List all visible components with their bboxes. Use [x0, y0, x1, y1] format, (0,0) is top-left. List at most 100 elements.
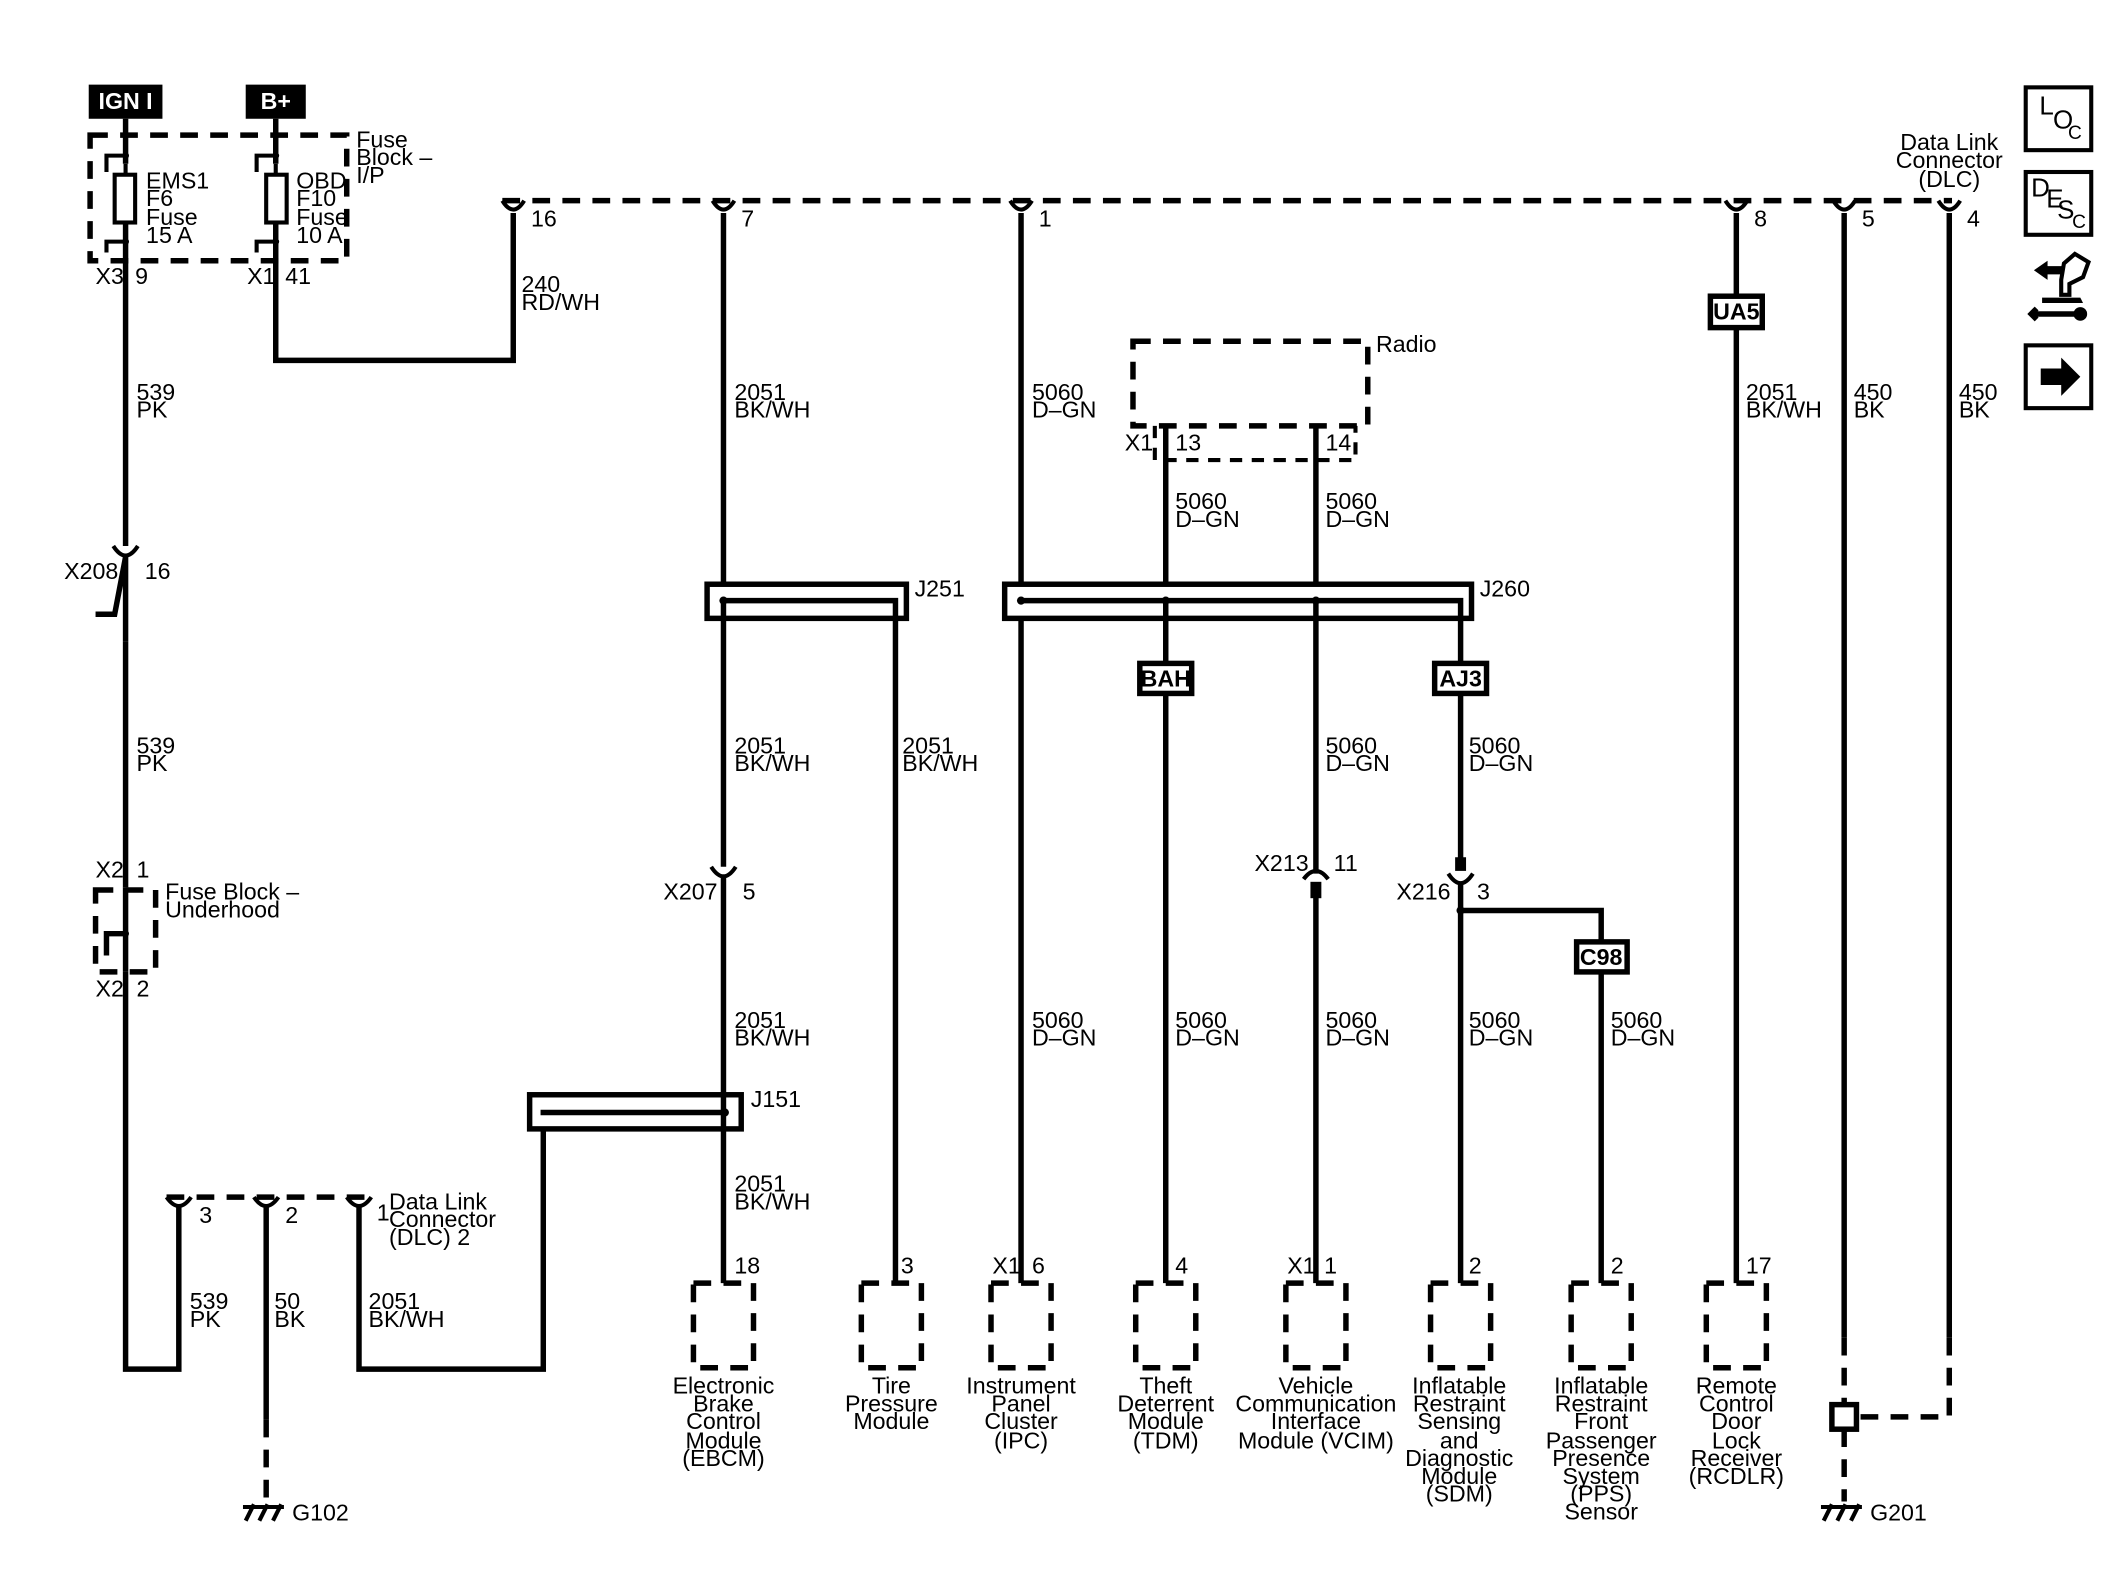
svg-text:(EBCM): (EBCM) [682, 1445, 764, 1471]
fuse-ip-conn1: X3 [96, 263, 124, 289]
x207-pin: 5 [743, 879, 756, 905]
svg-text:450: 450 [1854, 379, 1893, 405]
svg-text:D–GN: D–GN [1611, 1025, 1675, 1051]
x207-connector [709, 865, 738, 879]
fuse-block-underhood-label: Fuse Block – Underhood [165, 879, 299, 923]
svg-text:PK: PK [137, 750, 168, 776]
svg-text:Sensor: Sensor [1564, 1498, 1638, 1524]
dlc-pin-16: 16 [531, 206, 557, 232]
j251-label: J251 [915, 576, 965, 602]
svg-text:BK/WH: BK/WH [902, 750, 978, 776]
svg-text:Module: Module [1128, 1408, 1204, 1434]
svg-text:539: 539 [190, 1288, 229, 1314]
svg-text:Remote: Remote [1696, 1373, 1777, 1399]
g102-label: G102 [292, 1500, 349, 1526]
svg-text:2051: 2051 [369, 1288, 421, 1314]
svg-text:Restraint: Restraint [1413, 1390, 1506, 1416]
svg-text:D–GN: D–GN [1469, 750, 1533, 776]
svg-text:Inflatable: Inflatable [1554, 1373, 1648, 1399]
x208-pin: 16 [145, 558, 171, 584]
radio-label: Radio [1376, 331, 1437, 357]
svg-text:Block –: Block – [356, 144, 432, 170]
option-bah [1137, 660, 1195, 697]
svg-text:Data Link: Data Link [389, 1188, 487, 1214]
svg-text:D: D [2031, 175, 2050, 203]
dlc2-label: Data Link Connector (DLC) 2 [389, 1188, 496, 1249]
dlc2-pin-2: 2 [285, 1202, 298, 1228]
radio-module [1130, 338, 1371, 429]
svg-text:Diagnostic: Diagnostic [1405, 1445, 1513, 1471]
svg-text:BK: BK [274, 1306, 305, 1332]
svg-text:2051: 2051 [1746, 379, 1798, 405]
svg-text:Door: Door [1711, 1408, 1762, 1434]
svg-text:S: S [2057, 196, 2074, 224]
svg-text:I/P: I/P [356, 162, 384, 188]
svg-text:BK/WH: BK/WH [369, 1306, 445, 1332]
x216-pin: 3 [1477, 879, 1490, 905]
svg-text:Fuse Block –: Fuse Block – [165, 879, 299, 905]
svg-text:D–GN: D–GN [1325, 506, 1389, 532]
svg-text:F6: F6 [146, 185, 173, 211]
svg-text:BK/WH: BK/WH [734, 1188, 810, 1214]
svg-text:X2: X2 [96, 857, 124, 883]
module-tdm: 4 Theft Deterrent Module (TDM) [1117, 1253, 1214, 1454]
svg-text:Electronic: Electronic [673, 1373, 775, 1399]
svg-text:Sensing: Sensing [1417, 1408, 1501, 1434]
x207-label: X207 [663, 879, 717, 905]
dlc-label: Data Link Connector (DLC) [1896, 129, 2003, 192]
desc-icon[interactable]: D E S C [2023, 169, 2094, 237]
svg-text:EMS1: EMS1 [146, 167, 209, 193]
svg-text:(SDM): (SDM) [1426, 1481, 1493, 1507]
svg-text:15 A: 15 A [146, 222, 193, 248]
x213-pin: 11 [1334, 850, 1358, 876]
module-sdm: 2 Inflatable Restraint Sensing and Diagn… [1405, 1253, 1513, 1507]
svg-text:PK: PK [137, 397, 168, 423]
g201-label: G201 [1870, 1500, 1927, 1526]
wire-240 [273, 212, 516, 364]
svg-text:O: O [2053, 106, 2073, 134]
j260-label: J260 [1480, 576, 1530, 602]
svg-text:13: 13 [1175, 429, 1201, 455]
svg-text:System: System [1563, 1463, 1640, 1489]
svg-text:5060: 5060 [1032, 379, 1084, 405]
svg-text:450: 450 [1959, 379, 1998, 405]
next-arrow-icon[interactable] [2023, 343, 2094, 411]
svg-text:D–GN: D–GN [1325, 750, 1389, 776]
svg-text:2051: 2051 [734, 1007, 786, 1033]
module-tire-pressure: 3 Tire Pressure Module [845, 1253, 938, 1435]
svg-text:Receiver: Receiver [1691, 1445, 1783, 1471]
x213-label: X213 [1254, 850, 1308, 876]
svg-text:Module (VCIM): Module (VCIM) [1238, 1427, 1394, 1453]
svg-text:2: 2 [1469, 1253, 1482, 1279]
svg-text:F10: F10 [296, 185, 336, 211]
svg-text:14: 14 [1325, 429, 1351, 455]
svg-text:Restraint: Restraint [1555, 1390, 1648, 1416]
svg-text:L: L [2039, 93, 2053, 121]
x216-connector [1446, 872, 1475, 886]
dlc-pin-4: 4 [1967, 206, 1980, 232]
svg-text:2051: 2051 [734, 1171, 786, 1197]
svg-text:Instrument: Instrument [966, 1373, 1076, 1399]
dlc2-pin-3: 3 [199, 1202, 212, 1228]
module-rcdlr: 17 Remote Control Door Lock Receiver (RC… [1689, 1253, 1784, 1489]
svg-text:X1: X1 [1287, 1253, 1315, 1279]
svg-text:X1: X1 [1125, 429, 1153, 455]
svg-text:Fuse: Fuse [146, 204, 198, 230]
dlc-pin-7: 7 [741, 206, 754, 232]
loc-icon[interactable]: L O C [2023, 85, 2094, 153]
svg-text:C: C [2068, 123, 2082, 144]
svg-text:D–GN: D–GN [1325, 1025, 1389, 1051]
svg-text:Theft: Theft [1139, 1373, 1192, 1399]
svg-text:BK/WH: BK/WH [1746, 397, 1822, 423]
svg-text:BK: BK [1959, 397, 1990, 423]
svg-text:5060: 5060 [1032, 1007, 1084, 1033]
svg-text:17: 17 [1746, 1253, 1772, 1279]
svg-text:Connector: Connector [389, 1206, 496, 1232]
option-ua5 [1707, 293, 1765, 331]
svg-text:3: 3 [901, 1253, 914, 1279]
svg-text:(IPC): (IPC) [994, 1427, 1048, 1453]
svg-text:Inflatable: Inflatable [1412, 1373, 1506, 1399]
connector-tool-icon[interactable] [2027, 251, 2092, 322]
svg-text:5060: 5060 [1325, 1007, 1377, 1033]
